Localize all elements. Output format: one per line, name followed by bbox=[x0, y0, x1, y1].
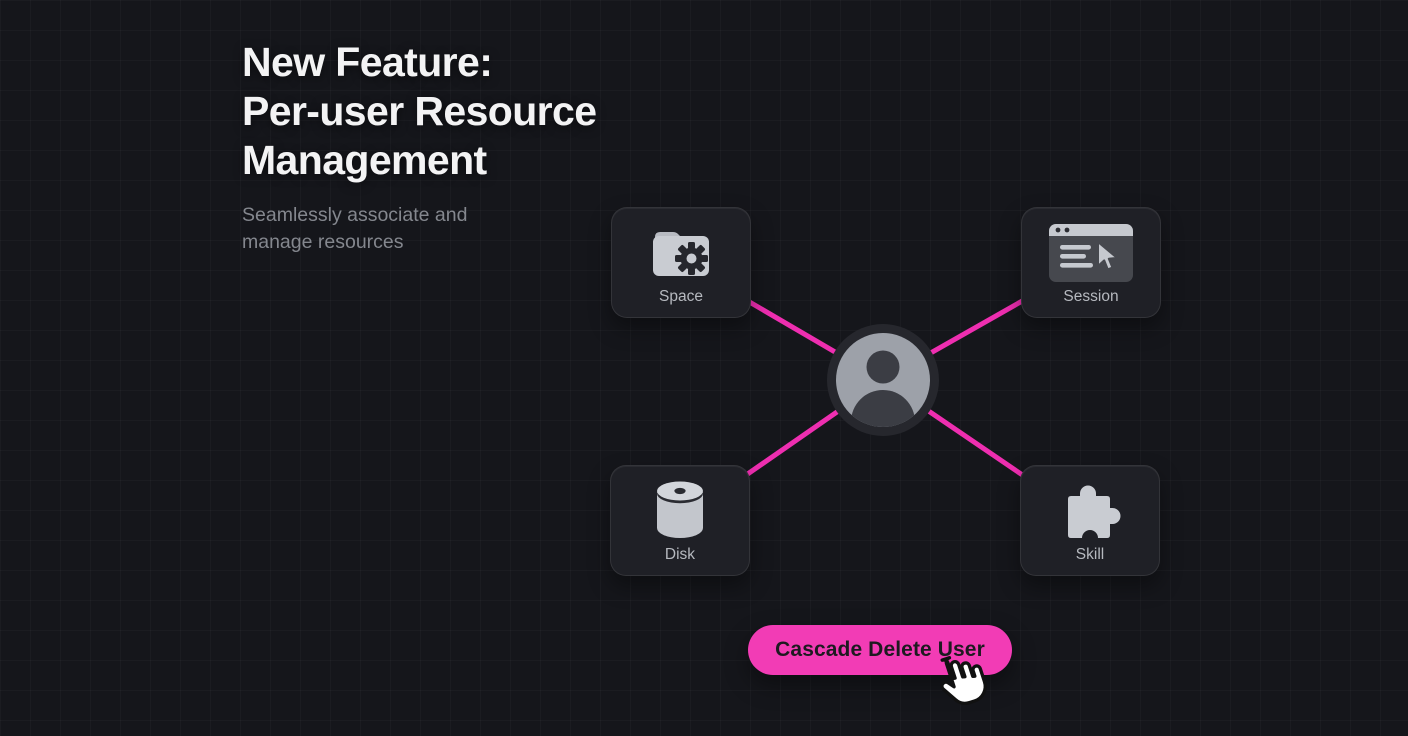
title-line-1: New Feature: bbox=[242, 39, 493, 85]
browser-cursor-icon bbox=[1049, 208, 1133, 289]
node-card-session: Session bbox=[1021, 207, 1161, 318]
cascade-delete-user-button[interactable]: Cascade Delete User bbox=[748, 625, 1012, 675]
title-line-3: Management bbox=[242, 137, 487, 183]
subtitle-line-1: Seamlessly associate and bbox=[242, 204, 468, 226]
node-card-disk: Disk bbox=[610, 465, 750, 576]
title-line-2: Per-user Resource bbox=[242, 88, 597, 134]
node-label-session: Session bbox=[1063, 287, 1119, 305]
hero-text-block: New Feature: Per-user Resource Managemen… bbox=[242, 38, 597, 256]
subtitle-line-2: manage resources bbox=[242, 231, 404, 253]
user-avatar-icon bbox=[827, 324, 939, 436]
node-label-space: Space bbox=[659, 287, 703, 305]
node-label-skill: Skill bbox=[1075, 545, 1105, 563]
disk-cylinder-icon bbox=[651, 466, 709, 547]
folder-gear-icon bbox=[648, 208, 714, 289]
page-title: New Feature: Per-user Resource Managemen… bbox=[242, 38, 597, 185]
node-label-disk: Disk bbox=[664, 545, 696, 563]
node-card-space: Space bbox=[611, 207, 751, 318]
page-subtitle: Seamlessly associate and manage resource… bbox=[242, 202, 596, 256]
puzzle-piece-icon bbox=[1060, 466, 1121, 547]
node-card-skill: Skill bbox=[1020, 465, 1160, 576]
